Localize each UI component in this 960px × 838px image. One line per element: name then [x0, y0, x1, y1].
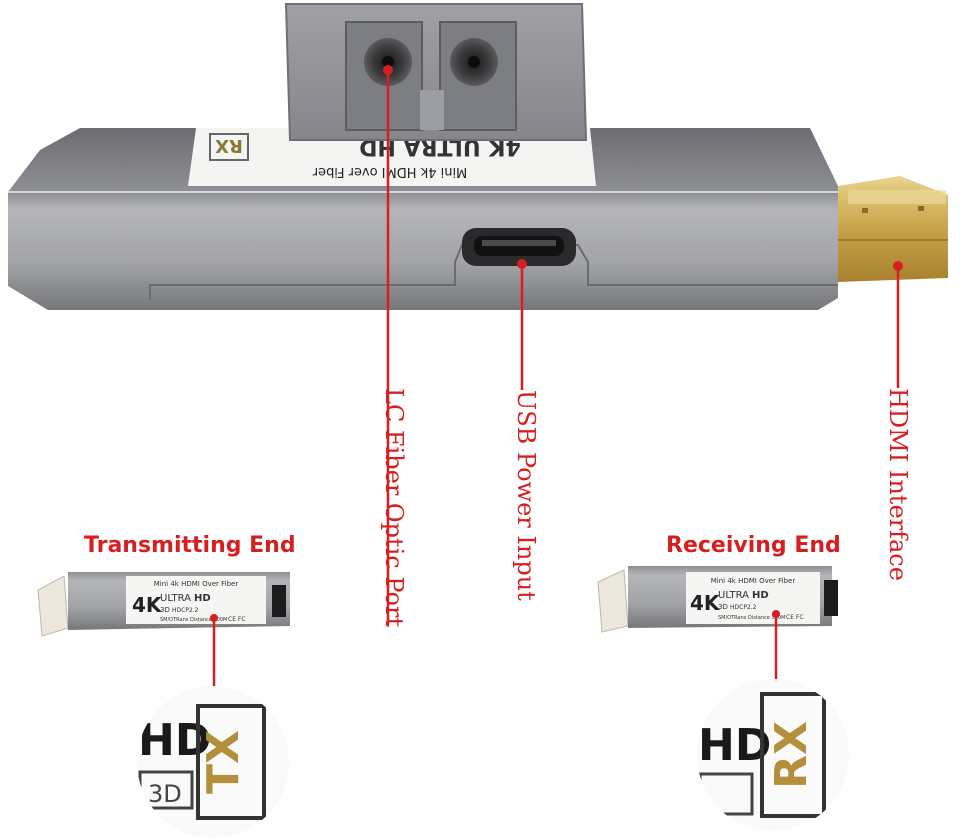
hdmi-interface-callout: HDMI Interface: [884, 388, 912, 581]
rx-label-3d: 3D: [718, 603, 728, 611]
tx-zoom-marker: [210, 614, 218, 622]
usb-marker: [517, 259, 527, 269]
callout-lines: [386, 70, 900, 625]
rx-label-line1: Mini 4k HDMI Over Fiber: [711, 577, 796, 585]
usb-power-callout: USB Power Input: [512, 390, 540, 601]
tx-zoom-badge: TX: [198, 730, 249, 794]
rx-label-hdcp: HDCP2.2: [730, 604, 757, 611]
transmitting-end-caption: Transmitting End: [84, 533, 296, 558]
rx-label-hd: HD: [752, 590, 769, 601]
rx-zoom-hd: HD: [698, 720, 771, 771]
rx-label-fine: SM/OTRans Distance 300M: [718, 615, 785, 621]
tx-label-4k: 4K: [132, 593, 163, 617]
receiver-device: Mini 4k HDMI Over Fiber 4K ULTRA HD 3D H…: [597, 566, 838, 633]
zoom-callout-lines: [212, 616, 778, 690]
rx-label-4k: 4K: [690, 591, 721, 615]
rx-label-ultra: ULTRA: [718, 590, 749, 601]
rx-zoom-badge: RX: [766, 721, 817, 789]
tx-label-ultra: ULTRA: [160, 593, 191, 604]
tx-zoom-circle: HD TX 3D: [137, 686, 289, 838]
device-label-badge: RX: [215, 135, 243, 156]
tx-label-line1: Mini 4k HDMI Over Fiber: [154, 580, 239, 588]
tx-label-fine: SM/OTRans Distance 300M: [160, 617, 227, 623]
device-label: Mini 4k HDMI over Fiber 4K ULTRA HD RX: [188, 128, 596, 186]
rx-zoom-marker: [772, 610, 780, 618]
lc-fiber-port: [284, 3, 588, 141]
tx-label-hdcp: HDCP2.2: [172, 607, 199, 614]
lc-port-marker: [383, 65, 393, 75]
tx-label-hd: HD: [194, 593, 211, 604]
tx-label-3d: 3D: [160, 606, 170, 614]
transmitter-device: Mini 4k HDMI Over Fiber 4K ULTRA HD 3D H…: [37, 572, 290, 637]
rx-zoom-circle: HD RX: [697, 679, 849, 831]
device-label-text: Mini 4k HDMI over Fiber: [312, 164, 467, 179]
tx-label-marks: CE FC: [228, 616, 246, 623]
hdmi-plug: [838, 176, 948, 282]
receiver-device-closeup: Mini 4k HDMI over Fiber 4K ULTRA HD RX: [8, 3, 948, 310]
usb-port: [462, 228, 576, 266]
receiving-end-caption: Receiving End: [666, 533, 841, 558]
tx-zoom-3d: 3D: [148, 780, 182, 808]
rx-label-marks: CE FC: [786, 614, 804, 621]
lc-fiber-port-callout: LC Fiber Optic Port: [380, 388, 408, 628]
hdmi-marker: [893, 261, 903, 271]
